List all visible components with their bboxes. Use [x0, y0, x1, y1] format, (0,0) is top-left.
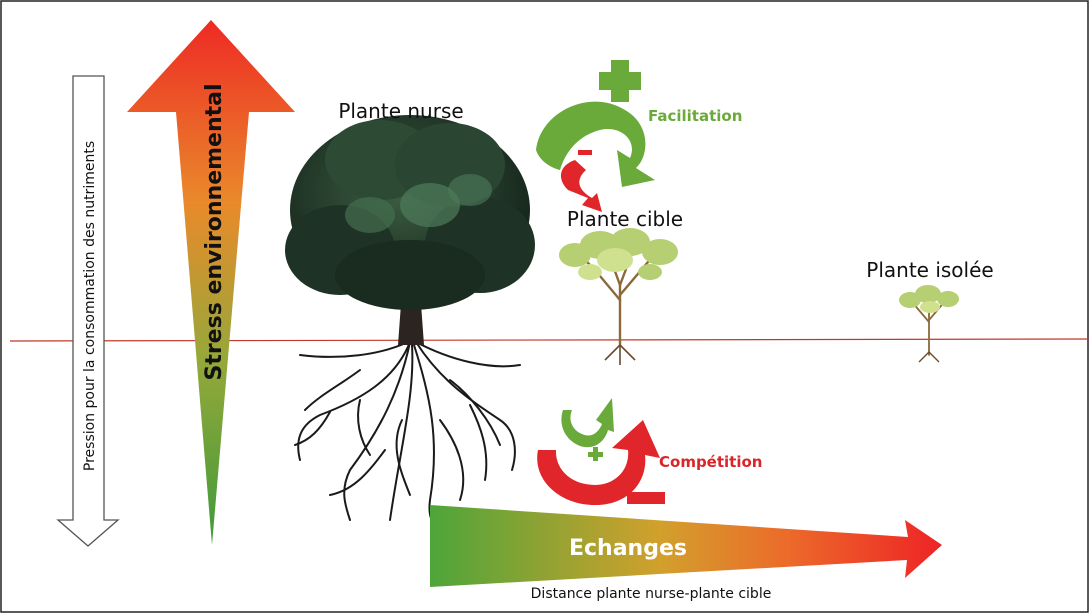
- plus-sign-top: [599, 60, 641, 102]
- competition-label: Compétition: [659, 453, 762, 471]
- pression-arrow: Pression pour la consommation des nutrim…: [56, 75, 120, 547]
- target-plant-illustration: [559, 228, 678, 365]
- facilitation-curved-arrow: [536, 101, 655, 187]
- nurse-label: Plante nurse: [338, 99, 463, 123]
- competition-curved-arrow: [537, 420, 660, 505]
- pression-label: Pression pour la consommation des nutrim…: [82, 141, 98, 471]
- distance-label: Distance plante nurse-plante cible: [531, 586, 772, 602]
- cible-label: Plante cible: [567, 207, 683, 231]
- echanges-arrow: Echanges: [430, 505, 942, 587]
- facilitation-red-feedback-arrow: [560, 160, 602, 212]
- stress-label: Stress environnemental: [202, 83, 227, 380]
- facilitation-indicator: [536, 60, 655, 212]
- competition-green-feedback-arrow: [561, 398, 614, 448]
- stress-arrow: Stress environnemental: [127, 20, 295, 545]
- isolated-plant-illustration: [899, 285, 959, 363]
- plus-sign-bottom: [588, 447, 603, 461]
- isolee-label: Plante isolée: [866, 258, 993, 282]
- minus-sign-bottom: [627, 492, 665, 504]
- nurse-tree-roots: [294, 341, 521, 531]
- competition-indicator: [537, 398, 665, 505]
- nurse-tree-canopy: [285, 115, 535, 310]
- nurse-tree-illustration: [285, 115, 535, 531]
- facilitation-label: Facilitation: [648, 107, 742, 125]
- minus-sign-top: [578, 150, 592, 155]
- ground-line: [9, 338, 1089, 342]
- echanges-label: Echanges: [569, 536, 687, 561]
